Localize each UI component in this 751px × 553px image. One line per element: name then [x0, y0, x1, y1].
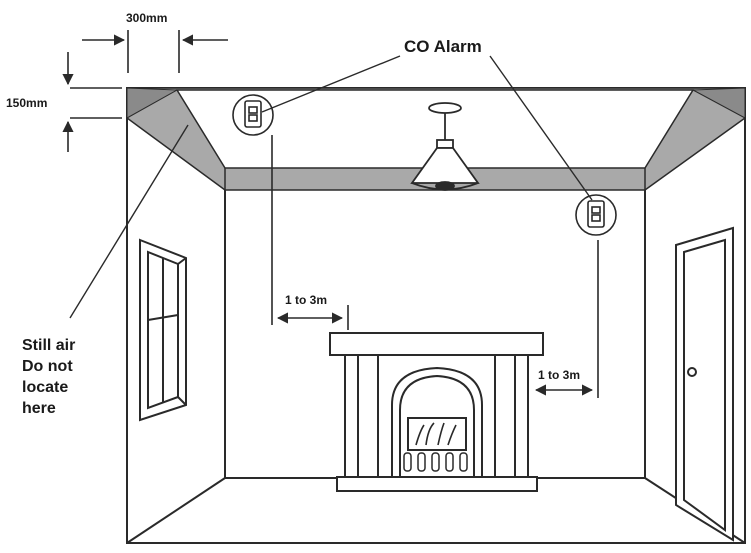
- dim-width-label: 300mm: [126, 11, 167, 25]
- floor-left-edge: [127, 478, 225, 543]
- hearth: [337, 477, 537, 491]
- still-air-line-4: here: [22, 400, 56, 417]
- distance-label-left: 1 to 3m: [285, 293, 327, 307]
- co-alarm-label: CO Alarm: [404, 37, 482, 56]
- still-air-line-1: Still air: [22, 337, 75, 354]
- door-knob: [688, 368, 696, 376]
- still-air-line-2: Do not: [22, 358, 73, 375]
- co-alarm-wall: [576, 195, 616, 235]
- fireplace: [330, 333, 543, 491]
- distance-label-right: 1 to 3m: [538, 368, 580, 382]
- window: [140, 240, 186, 420]
- mantelpiece: [330, 333, 543, 355]
- co-alarm-ceiling: [233, 95, 273, 135]
- door: [676, 228, 733, 540]
- still-air-line-3: locate: [22, 379, 68, 396]
- dim-height-label: 150mm: [6, 96, 47, 110]
- pendant-light: [412, 103, 478, 190]
- still-air-note: Still air Do not locate here: [22, 337, 75, 417]
- co-alarm-leader-ceiling: [262, 56, 400, 112]
